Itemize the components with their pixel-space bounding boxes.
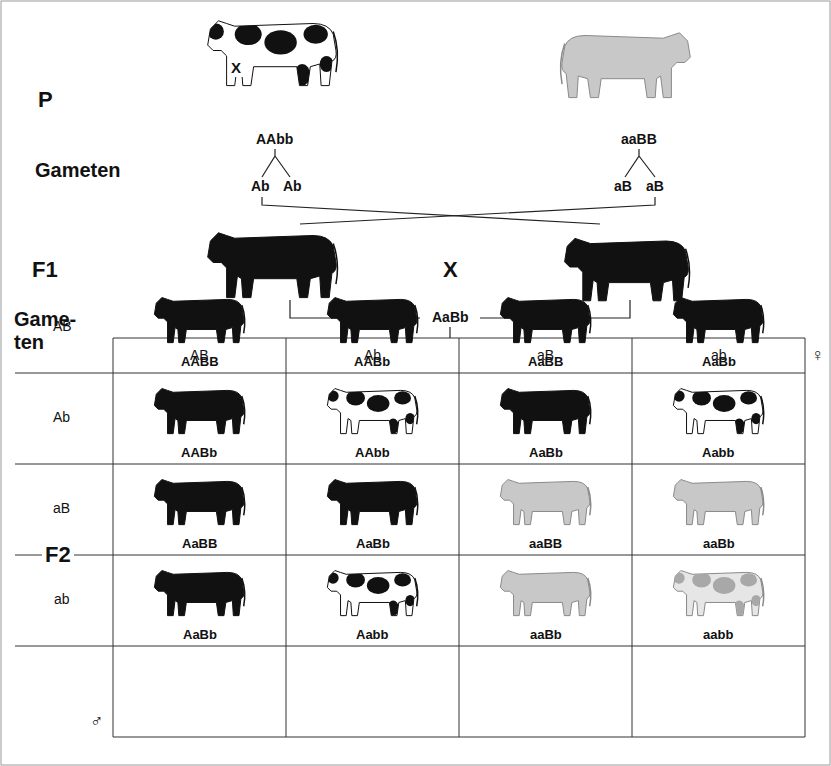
label: AaBb [356, 537, 390, 551]
cow [673, 298, 763, 343]
cow [327, 480, 417, 525]
cow [154, 389, 244, 434]
label: AaBb [183, 628, 217, 642]
label: F1 [32, 258, 58, 282]
label: aabb [703, 628, 733, 642]
cow [673, 389, 763, 434]
cow [500, 298, 590, 343]
cow [500, 480, 590, 525]
cow [500, 571, 590, 616]
cow-figures [154, 21, 763, 616]
cow [561, 33, 691, 98]
grid-line [15, 464, 805, 465]
label: P [38, 88, 53, 112]
label: X [443, 258, 458, 282]
cow [565, 238, 690, 300]
label: ab [54, 592, 70, 607]
punnett-grid [15, 338, 805, 737]
label: aaBB [621, 132, 657, 147]
label: Ab [251, 179, 270, 194]
label: aaBb [703, 537, 735, 551]
label: AaBB [182, 537, 217, 551]
cow [154, 571, 244, 616]
grid-line [805, 338, 806, 737]
cow [327, 298, 417, 343]
grid-line [632, 338, 633, 737]
grid-line [15, 555, 805, 556]
label: AABB [181, 355, 219, 369]
label: X [228, 60, 244, 77]
label: aB [646, 179, 664, 194]
grid-line [459, 338, 460, 737]
label: Ab [283, 179, 302, 194]
grid-line [15, 373, 805, 374]
grid-line [286, 338, 287, 737]
label: AaBb [429, 310, 472, 325]
label: aB [614, 179, 632, 194]
label: AB [53, 319, 72, 334]
label: AABb [181, 446, 217, 460]
label: AAbb [256, 132, 293, 147]
label: AABb [354, 355, 390, 369]
cow [500, 389, 590, 434]
cow [154, 298, 244, 343]
label: aB [53, 501, 70, 516]
label: Aabb [702, 446, 735, 460]
cow [673, 571, 763, 616]
label: Aabb [356, 628, 389, 642]
grid-line [15, 646, 805, 647]
label: Gameten [35, 159, 121, 181]
label: AAbb [355, 446, 390, 460]
label: AaBB [528, 355, 563, 369]
label: ♀ [811, 346, 825, 366]
label: aaBb [530, 628, 562, 642]
grid-line [113, 338, 114, 737]
cow [154, 480, 244, 525]
label: AaBb [529, 446, 563, 460]
label: ♂ [90, 712, 104, 732]
label: Ab [53, 410, 70, 425]
cow [673, 480, 763, 525]
label: AaBb [702, 355, 736, 369]
label: aaBB [529, 537, 562, 551]
label: F2 [42, 543, 74, 567]
cow [327, 571, 417, 616]
cow [208, 233, 338, 298]
label: Game- ten [14, 308, 86, 354]
cow [208, 21, 338, 86]
cow [327, 389, 417, 434]
